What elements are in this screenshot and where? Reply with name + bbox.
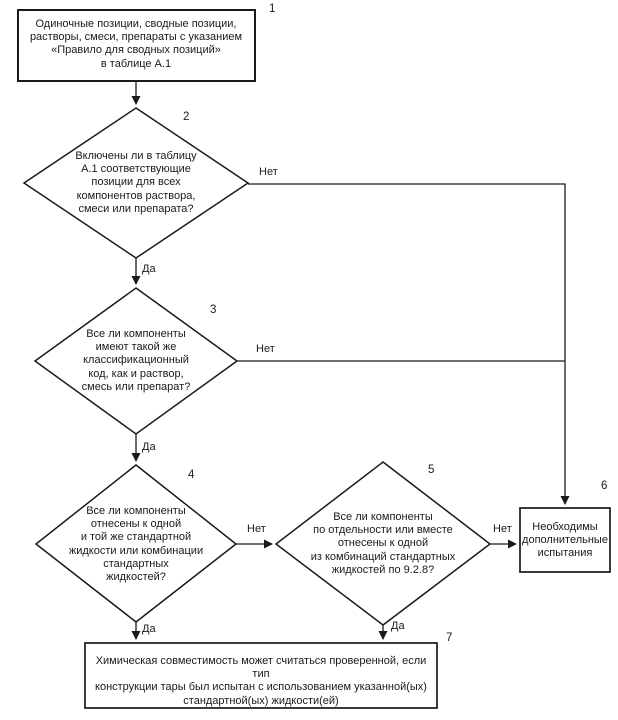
node-4-text: Все ли компоненты отнесены к одной и той… bbox=[68, 505, 204, 583]
node-7-box bbox=[84, 642, 438, 709]
node-number-3: 3 bbox=[210, 304, 217, 316]
node-3-text: Все ли компоненты имеют такой же классиф… bbox=[81, 328, 191, 393]
node-number-1: 1 bbox=[269, 3, 276, 15]
node-number-6: 6 bbox=[601, 480, 608, 492]
edge-label-yes-2: Да bbox=[142, 263, 156, 275]
node-2-diamond bbox=[22, 107, 250, 259]
node-7-text: Химическая совместимость может считаться… bbox=[95, 655, 427, 707]
edge-label-no-5: Нет bbox=[493, 523, 512, 535]
edge-label-no-4: Нет bbox=[247, 523, 266, 535]
edge-label-yes-4: Да bbox=[142, 623, 156, 635]
edge-label-no-3: Нет bbox=[256, 343, 275, 355]
node-5-diamond bbox=[274, 461, 492, 626]
node-5-text: Все ли компоненты по отдельности или вме… bbox=[310, 511, 456, 576]
node-number-2: 2 bbox=[183, 111, 190, 123]
node-number-5: 5 bbox=[428, 464, 435, 476]
node-4-diamond bbox=[34, 464, 238, 623]
node-number-7: 7 bbox=[446, 632, 453, 644]
node-6-text: Необходимы дополнительные испытания bbox=[522, 521, 608, 560]
node-number-4: 4 bbox=[188, 469, 195, 481]
node-1-box bbox=[17, 9, 256, 82]
edge-label-yes-5: Да bbox=[391, 620, 405, 632]
node-6-box bbox=[519, 507, 611, 573]
edge-2-no-to-6 bbox=[248, 183, 570, 506]
node-3-diamond bbox=[33, 287, 239, 435]
node-1-text: Одиночные позиции, сводные позиции, раст… bbox=[29, 18, 243, 70]
edge-label-yes-3: Да bbox=[142, 441, 156, 453]
edge-label-no-2: Нет bbox=[259, 166, 278, 178]
node-2-text: Включены ли в таблицу А.1 соответствующи… bbox=[75, 150, 197, 215]
